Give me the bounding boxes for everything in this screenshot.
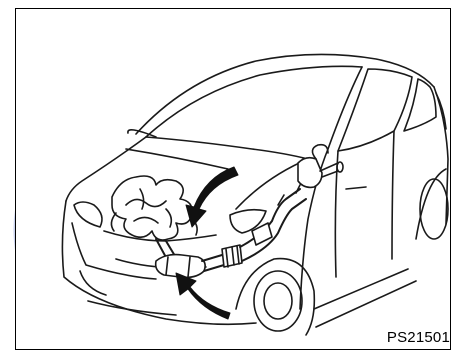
car-exhaust-illustration bbox=[16, 9, 451, 350]
figure-frame: PS21501 bbox=[15, 8, 451, 350]
curved-arrow-icon-bottom bbox=[176, 273, 230, 319]
figure-code-label: PS21501 bbox=[387, 329, 450, 346]
